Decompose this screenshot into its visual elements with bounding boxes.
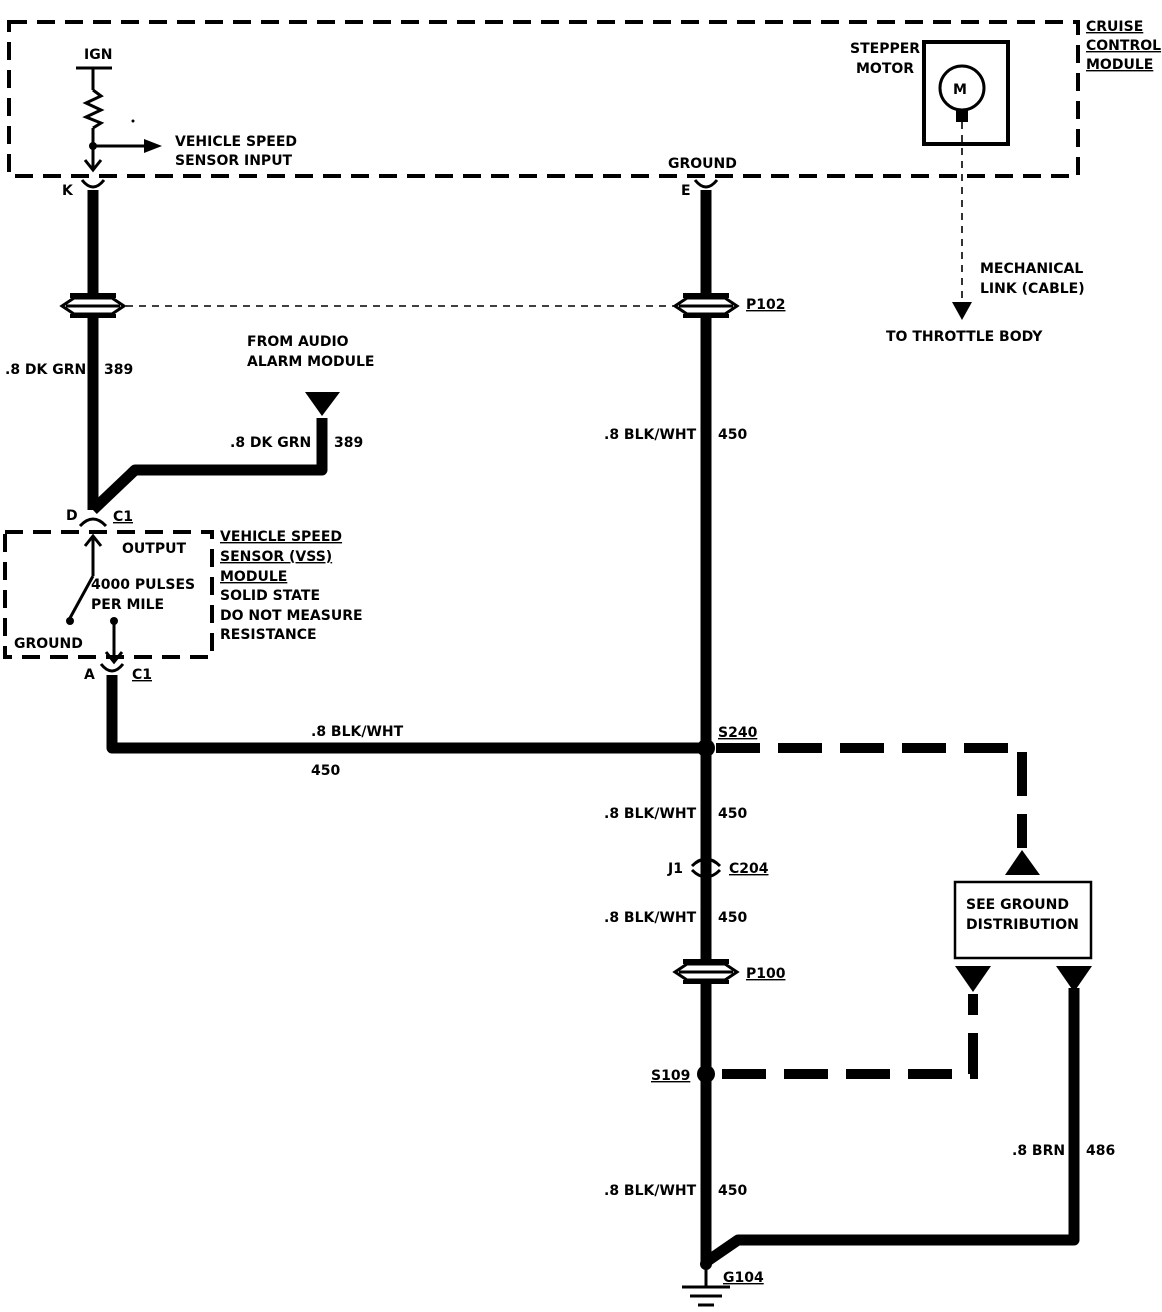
mechanical-link-arrow-icon [952,302,972,320]
c1-bottom-label: C1 [132,667,152,683]
ground-dist-label-1: SEE GROUND [966,897,1069,913]
module-ground-label: GROUND [668,156,737,172]
c1-top-label: C1 [113,509,133,525]
wire-450-label-2: .8 BLK/WHT [604,806,697,822]
vss-output-arrow-icon [83,533,103,547]
cruise-module-label-1: CRUISE [1086,19,1143,35]
ground-dist-down-arrow-right-icon [1056,966,1092,992]
vss-switch-contact-left [66,617,74,625]
c204-bottom-icon [690,868,722,879]
cruise-control-module-box [7,20,1080,178]
vss-output-label: OUTPUT [122,541,186,557]
pulses-label-2: PER MILE [91,597,164,613]
p102-left-connector-icon [59,293,127,318]
s240-ground-dist-line [716,743,1027,848]
pin-d-label: D [66,508,78,524]
stray-dot [131,119,135,123]
wire-389-branch-label: .8 DK GRN [230,435,311,451]
vss-switch-icon [68,575,95,619]
ground-dist-up-arrow-icon [1005,850,1040,875]
vss-name-3: MODULE [220,569,287,585]
wire-450-num-2: 450 [718,806,747,822]
d-terminal-icon [78,517,108,528]
wire-486-num: 486 [1086,1143,1115,1159]
pulses-label-1: 4000 PULSES [91,577,195,593]
wire-389-branch-num: 389 [334,435,363,451]
ground-distribution-box [953,880,1093,960]
wire-450-horiz-label: .8 BLK/WHT [311,724,404,740]
audio-module-label-2: ALARM MODULE [247,354,374,370]
throttle-body-label: TO THROTTLE BODY [886,329,1043,345]
wire-450-num-3: 450 [718,910,747,926]
s109-splice [697,1065,715,1083]
k-terminal-icon [80,179,106,189]
wire-450-horiz-num: 450 [311,763,340,779]
vss-input-arrow-icon [144,139,162,153]
stepper-motor-label-2: MOTOR [856,61,914,77]
p102-label: P102 [746,297,785,313]
e-terminal-icon [693,179,719,189]
stepper-motor-label-1: STEPPER [850,41,920,57]
pin-e-label: E [681,183,691,199]
p100-label: P100 [746,966,786,982]
wire-486 [702,988,1080,1267]
vss-note-3: RESISTANCE [220,627,317,643]
audio-module-label-1: FROM AUDIO [247,334,349,350]
s109-ground-dist-line [722,994,978,1079]
c204-top-icon [690,857,722,868]
j1-label: J1 [667,861,683,877]
k-terminal-arrow-icon [83,159,103,173]
motor-shaft [956,110,968,122]
audio-connector-arrow-icon [305,392,340,416]
ign-label: IGN [84,47,112,63]
wire-389-main-num: 389 [104,362,133,378]
s109-label: S109 [651,1068,690,1084]
p100-connector-icon [672,959,740,984]
mech-link-label-2: LINK (CABLE) [980,281,1085,297]
vss-ground-label: GROUND [14,636,83,652]
resistor-icon [82,88,105,130]
vss-name-2: SENSOR (VSS) [220,549,332,565]
wire-450-label-3: .8 BLK/WHT [604,910,697,926]
mech-link-label-1: MECHANICAL [980,261,1083,277]
wire-389-main-label: .8 DK GRN [5,362,86,378]
wire-389-branch [89,418,328,514]
pin-k-label: K [62,183,74,199]
wire-450-num-4: 450 [718,1183,747,1199]
ground-symbol-icon [682,1285,730,1307]
vss-ground-arrow-icon [104,651,124,665]
vss-input-label-1: VEHICLE SPEED [175,134,297,150]
wire-450-horizontal [106,675,706,754]
p102-right-connector-icon [672,293,740,318]
vss-note-2: DO NOT MEASURE [220,608,363,624]
vss-name-1: VEHICLE SPEED [220,529,342,545]
s240-label: S240 [718,725,758,741]
wire-486-label: .8 BRN [1012,1143,1065,1159]
motor-symbol: M [953,82,967,98]
c204-label: C204 [729,861,769,877]
g104-label: G104 [723,1270,764,1286]
pin-a-label: A [84,667,95,683]
cruise-module-label-2: CONTROL [1086,38,1161,54]
ground-dist-down-arrow-left-icon [955,966,991,992]
a-terminal-icon [99,663,125,673]
wire-450-num-1: 450 [718,427,747,443]
wire-450-label-4: .8 BLK/WHT [604,1183,697,1199]
vss-note-1: SOLID STATE [220,588,320,604]
wire-450-label-1: .8 BLK/WHT [604,427,697,443]
s240-splice [697,739,715,757]
cruise-module-label-3: MODULE [1086,57,1153,73]
vss-input-label-2: SENSOR INPUT [175,153,293,169]
ground-dist-label-2: DISTRIBUTION [966,917,1079,933]
stepper-motor-box [922,40,1010,146]
